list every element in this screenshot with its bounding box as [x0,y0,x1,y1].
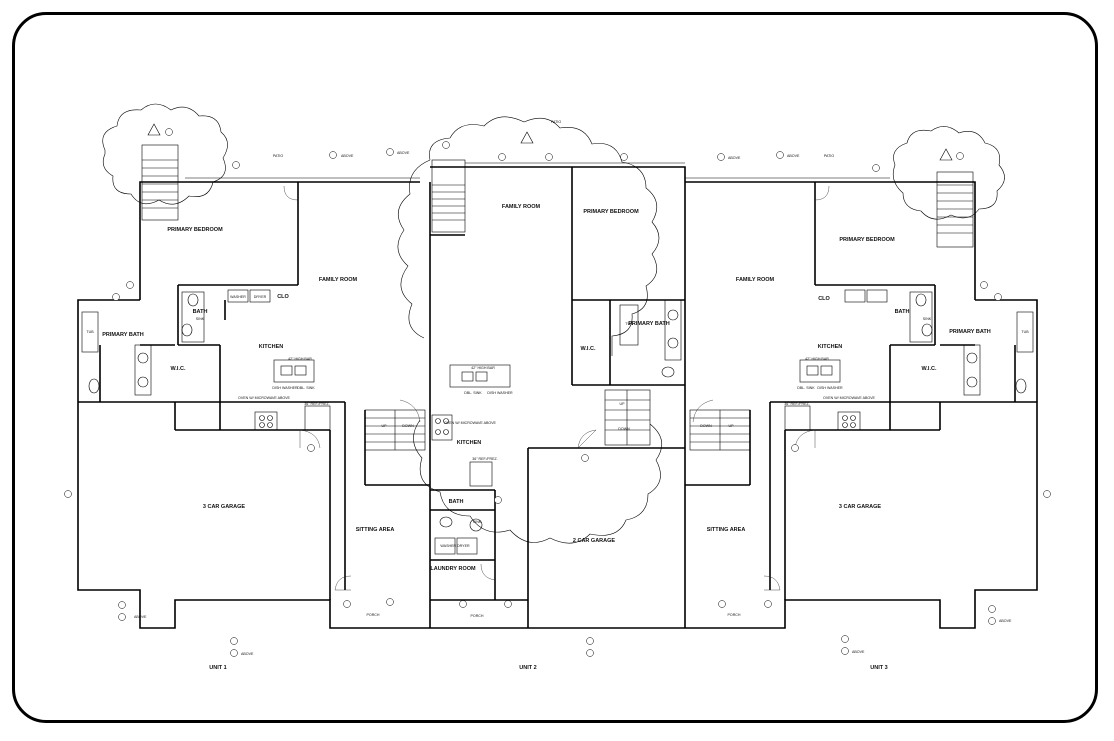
u3-above-4: ABOVE [787,154,800,158]
u3-dish-washer: DISH WASHER [817,386,843,390]
u3-above-1: ABOVE [999,619,1012,623]
u3-wic: W.I.C. [922,366,937,372]
u2-laundry: LAUNDRY ROOM [430,566,476,572]
u1-high-bar: 42" HIGH BAR [288,357,312,361]
unit-3-title: UNIT 3 [870,665,887,671]
u2-wic: W.I.C. [581,346,596,352]
stairs-unit3-interior [689,409,751,451]
u2-primary-bedroom: PRIMARY BEDROOM [583,209,639,215]
u2-bath: BATH [449,499,464,505]
u2-down: DOWN [618,427,630,431]
stairs-unit1-patio [141,144,179,221]
u1-sitting: SITTING AREA [356,527,395,533]
u1-tub: TUB [86,330,94,334]
u1-kitchen: KITCHEN [259,344,283,350]
u1-wic: W.I.C. [171,366,186,372]
u3-above-2: ABOVE [852,650,865,654]
u2-high-bar: 42" HIGH BAR [471,366,495,370]
stairs-unit2-patio [431,159,466,233]
u1-above-1: ABOVE [134,615,147,619]
patio-label-center: PATIO [551,120,561,124]
stairs-unit2-interior [604,389,651,446]
u1-bath: BATH [193,309,208,315]
u2-oven: OVEN W/ MICROWAVE ABOVE [444,421,497,425]
u3-clo: CLO [818,296,830,302]
u3-down: DOWN [700,424,712,428]
u1-ref: 36" REF./FREZ. [304,402,329,406]
u3-ref: 36" REF./FREZ. [784,402,809,406]
u1-above-2: ABOVE [241,652,254,656]
u2-dbl-sink: DBL. SINK [464,391,482,395]
fixtures-unit3 [784,289,1034,431]
north-triangles [147,123,953,161]
tags [64,128,1051,657]
drawing-frame [12,12,1098,723]
u1-dryer: DRYER [254,295,267,299]
u2-sink: SINK [473,520,482,524]
doors [283,185,830,591]
u2-dish-washer: DISH WASHER [487,391,513,395]
u1-washer: WASHER [230,295,246,299]
u3-dbl-sink: DBL. SINK [797,386,815,390]
u3-kitchen: KITCHEN [818,344,842,350]
u1-family-room: FAMILY ROOM [319,277,358,283]
u2-ref: 36" REF./FREZ. [472,457,497,461]
unit-1-title: UNIT 1 [209,665,226,671]
u3-up: UP [729,424,735,428]
fixtures-unit1 [81,289,331,431]
u3-sitting: SITTING AREA [707,527,746,533]
patio-label-right: PATIO [824,154,834,158]
u1-oven: OVEN W/ MICROWAVE ABOVE [238,396,291,400]
u2-kitchen: KITCHEN [457,440,481,446]
u3-tub: TUB [1021,330,1029,334]
u3-sink: SINK [923,317,932,321]
u1-primary-bath: PRIMARY BATH [102,332,143,338]
tree-left [102,103,228,205]
u1-porch: PORCH [367,613,380,617]
u2-tub: TUB [625,322,633,326]
u1-garage: 3 CAR GARAGE [203,504,246,510]
fixtures-unit2 [431,299,682,555]
u2-family-room: FAMILY ROOM [502,204,541,210]
stairs-unit3-patio [936,171,974,248]
u3-high-bar: 42" HIGH BAR [805,357,829,361]
u3-primary-bedroom: PRIMARY BEDROOM [839,237,895,243]
u1-above-3: ABOVE [341,154,354,158]
unit1-walls [77,181,431,629]
u2-garage: 2 CAR GARAGE [573,538,616,544]
labels: PATIO PATIO PATIO PRIMARY BEDROOM FAMILY… [86,120,1029,671]
patio-label-left: PATIO [273,154,283,158]
unit2-walls [430,166,686,629]
u1-clo: CLO [277,294,289,300]
u3-porch: PORCH [728,613,741,617]
u1-sink: SINK [196,317,205,321]
u3-garage: 3 CAR GARAGE [839,504,882,510]
u2-washer-dryer: WASHER DRYER [440,544,470,548]
u1-primary-bedroom: PRIMARY BEDROOM [167,227,223,233]
stairs-unit1-interior [364,409,426,451]
u2-up: UP [620,402,626,406]
unit3-walls [685,181,1038,629]
u3-family-room: FAMILY ROOM [736,277,775,283]
u1-down: DOWN [402,424,414,428]
u1-dbl-sink: DBL. SINK [297,386,315,390]
u3-primary-bath: PRIMARY BATH [949,329,990,335]
u3-above-3: ABOVE [728,156,741,160]
u3-oven: OVEN W/ MICROWAVE ABOVE [823,396,876,400]
patio-lines [185,162,890,183]
u2-porch: PORCH [471,614,484,618]
u2-primary-bath: PRIMARY BATH [628,321,669,327]
u1-up: UP [382,424,388,428]
tree-right [892,126,1005,220]
u1-dish-washer: DISH WASHER [272,386,298,390]
unit-2-title: UNIT 2 [519,665,536,671]
tree-center [397,116,663,544]
u1-above-4: ABOVE [397,151,410,155]
u3-bath: BATH [895,309,910,315]
